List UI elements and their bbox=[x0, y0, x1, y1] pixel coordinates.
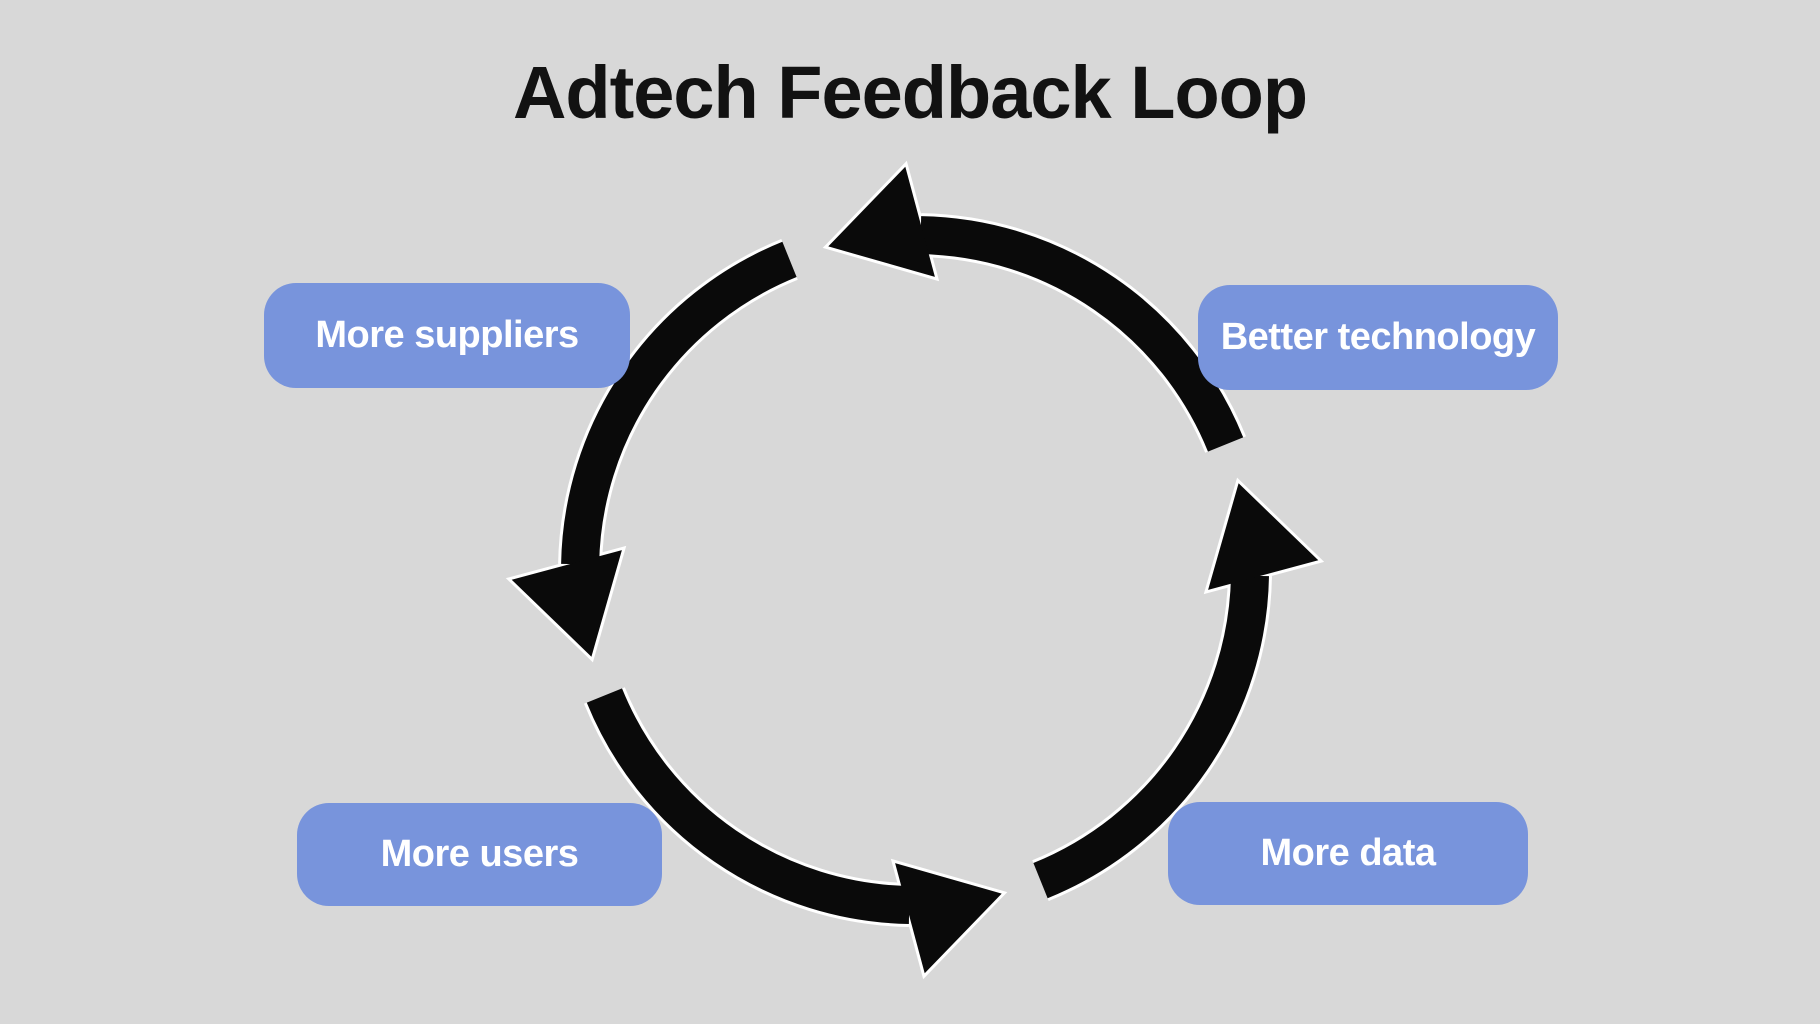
diagram-title: Adtech Feedback Loop bbox=[512, 51, 1308, 134]
arrowhead-right-pointing-up bbox=[1208, 483, 1319, 590]
node-more-users: More users bbox=[297, 803, 662, 906]
loop-arc-top-to-left bbox=[561, 241, 797, 565]
node-more-data: More data bbox=[1168, 802, 1528, 905]
node-better-technology: Better technology bbox=[1198, 285, 1558, 390]
loop-arc-bottom-to-right bbox=[1033, 575, 1269, 899]
loop-arc-left-to-bottom bbox=[586, 688, 910, 924]
node-more-suppliers: More suppliers bbox=[264, 283, 630, 388]
arrowhead-bottom-pointing-right bbox=[895, 863, 1002, 974]
arrowhead-top-pointing-left bbox=[828, 166, 935, 277]
loop-arc-right-to-top bbox=[920, 216, 1244, 452]
arrowhead-left-pointing-down bbox=[511, 550, 622, 657]
